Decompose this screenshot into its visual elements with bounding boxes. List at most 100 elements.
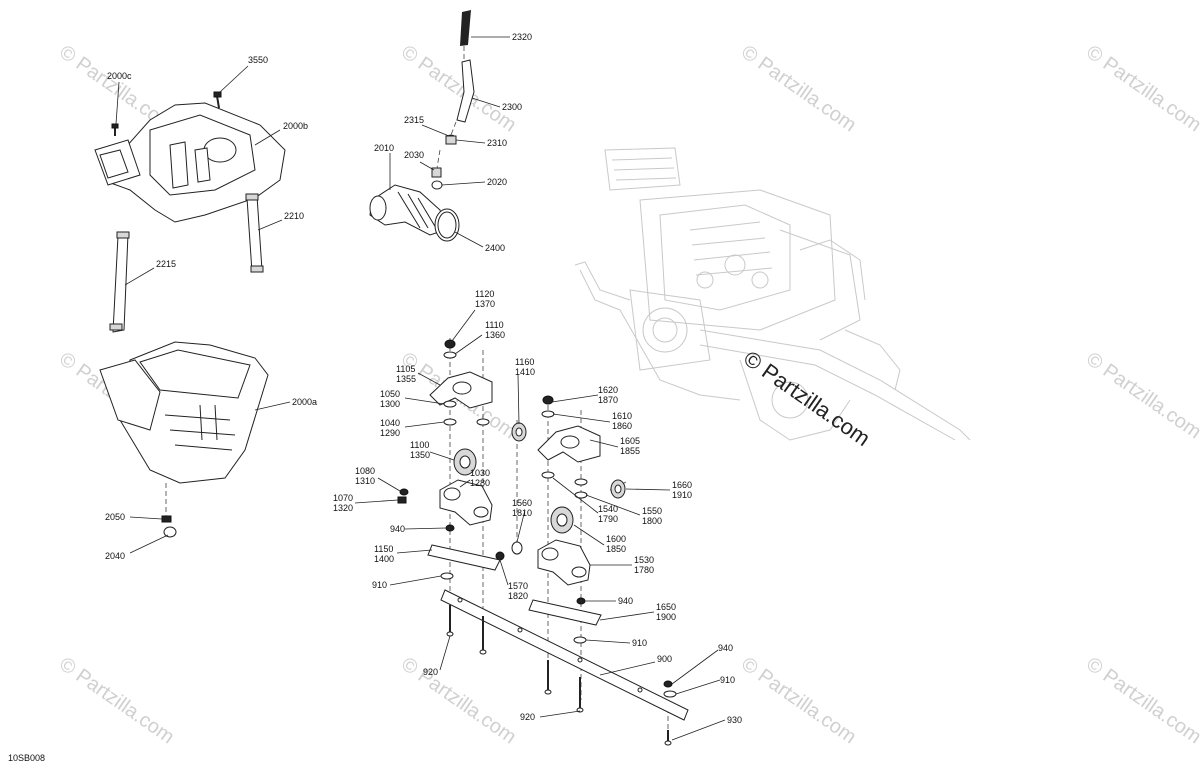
bracket-cap-1105 (429, 371, 493, 409)
label-1820: 1820 (508, 591, 528, 601)
washer-1040b (476, 418, 490, 426)
washer-1550b (574, 491, 588, 499)
label-1105: 1105 (396, 364, 415, 374)
label-1850: 1850 (606, 544, 626, 554)
rubber-mount-1100 (453, 448, 477, 476)
clamp-2020 (431, 180, 443, 190)
label-930: 930 (727, 715, 742, 725)
intake-boot-2010 (369, 184, 446, 236)
bolt-920d (576, 677, 584, 713)
label-1860: 1860 (612, 421, 632, 431)
washer-910a (440, 572, 454, 580)
label-1150: 1150 (374, 544, 393, 554)
watermark-bfr: © Partzilla.com (1082, 653, 1200, 748)
washer-1540 (541, 471, 555, 479)
nut-940c (663, 680, 673, 688)
label-2310: 2310 (487, 138, 507, 148)
hose-2320 (460, 10, 471, 46)
label-2000a: 2000a (292, 397, 317, 407)
label-940a: 940 (390, 524, 405, 534)
rubber-mount-1600 (550, 506, 574, 534)
nut-1120 (444, 339, 456, 349)
label-910a: 910 (372, 580, 387, 590)
watermark-tfr: © Partzilla.com (1082, 41, 1200, 136)
label-2215: 2215 (156, 259, 176, 269)
label-1280: 1280 (470, 478, 490, 488)
bolt-920b (479, 616, 487, 655)
airbox-cover (94, 102, 286, 223)
damper-1160 (511, 422, 527, 442)
engine-illustration (574, 147, 971, 441)
label-1410: 1410 (515, 367, 535, 377)
strap-2215 (109, 231, 130, 333)
plug-2040 (163, 526, 177, 538)
label-2210: 2210 (284, 211, 304, 221)
label-1605: 1605 (620, 436, 640, 446)
label-1855: 1855 (620, 446, 640, 456)
label-1530: 1530 (634, 555, 654, 565)
bolt-1070 (397, 496, 407, 504)
label-3550: 3550 (248, 55, 268, 65)
nut-1620 (542, 395, 554, 405)
label-1900: 1900 (656, 612, 676, 622)
strap-2210 (245, 193, 264, 273)
label-1100: 1100 (410, 440, 429, 450)
label-1570: 1570 (508, 581, 528, 591)
label-1660: 1660 (672, 480, 692, 490)
washer-910c (663, 690, 677, 698)
label-940c: 940 (718, 643, 733, 653)
label-1870: 1870 (598, 395, 618, 405)
label-910c: 910 (720, 675, 735, 685)
nut-1570 (495, 551, 505, 561)
washer-1050 (443, 400, 457, 408)
label-1650: 1650 (656, 602, 676, 612)
label-1160: 1160 (515, 357, 534, 367)
watermark-bl: © Partzilla.com (55, 653, 178, 748)
label-1290: 1290 (380, 428, 400, 438)
label-2040: 2040 (105, 551, 125, 561)
label-2300: 2300 (502, 102, 522, 112)
label-1400: 1400 (374, 554, 394, 564)
label-1110: 1110 (485, 320, 504, 330)
label-1370: 1370 (475, 299, 495, 309)
tube-2300 (456, 59, 475, 123)
label-1320: 1320 (333, 503, 353, 513)
label-2000b: 2000b (283, 121, 308, 131)
label-1540: 1540 (598, 504, 618, 514)
label-1810: 1810 (512, 508, 532, 518)
callout-labels: 2000c 3550 2000b 2210 2215 2000a 2050 20… (105, 32, 742, 725)
watermark-tr: © Partzilla.com (737, 41, 860, 136)
bracket-cap-1605 (537, 425, 601, 463)
label-1790: 1790 (598, 514, 618, 524)
label-1610: 1610 (612, 411, 632, 421)
label-920b: 920 (520, 712, 535, 722)
label-1310: 1310 (355, 476, 375, 486)
label-1800: 1800 (642, 516, 662, 526)
bolt-920a (446, 605, 454, 637)
watermark-mfr: © Partzilla.com (1082, 348, 1200, 443)
diagram-code: 10SB008 (8, 753, 45, 763)
nut-1080 (399, 488, 409, 496)
label-1050: 1050 (380, 389, 400, 399)
label-1120: 1120 (475, 289, 494, 299)
label-1355: 1355 (396, 374, 416, 384)
nut-940a (445, 524, 455, 532)
bracket-1530 (537, 539, 591, 586)
bolt-920c (544, 660, 552, 695)
label-900: 900 (657, 654, 672, 664)
clamp-2400 (434, 208, 460, 242)
label-2030: 2030 (404, 150, 424, 160)
label-2000c: 2000c (107, 71, 132, 81)
label-2020: 2020 (487, 177, 507, 187)
drain-valve-2050 (161, 515, 172, 523)
damper-1660 (610, 479, 626, 499)
screw-930 (664, 730, 672, 746)
watermark-bc: © Partzilla.com (397, 653, 520, 748)
label-1030: 1030 (470, 468, 490, 478)
label-920a: 920 (423, 667, 438, 677)
label-1300: 1300 (380, 399, 400, 409)
bar-900 (440, 589, 689, 721)
nut-940b (576, 597, 586, 605)
watermark-br: © Partzilla.com (737, 653, 860, 748)
